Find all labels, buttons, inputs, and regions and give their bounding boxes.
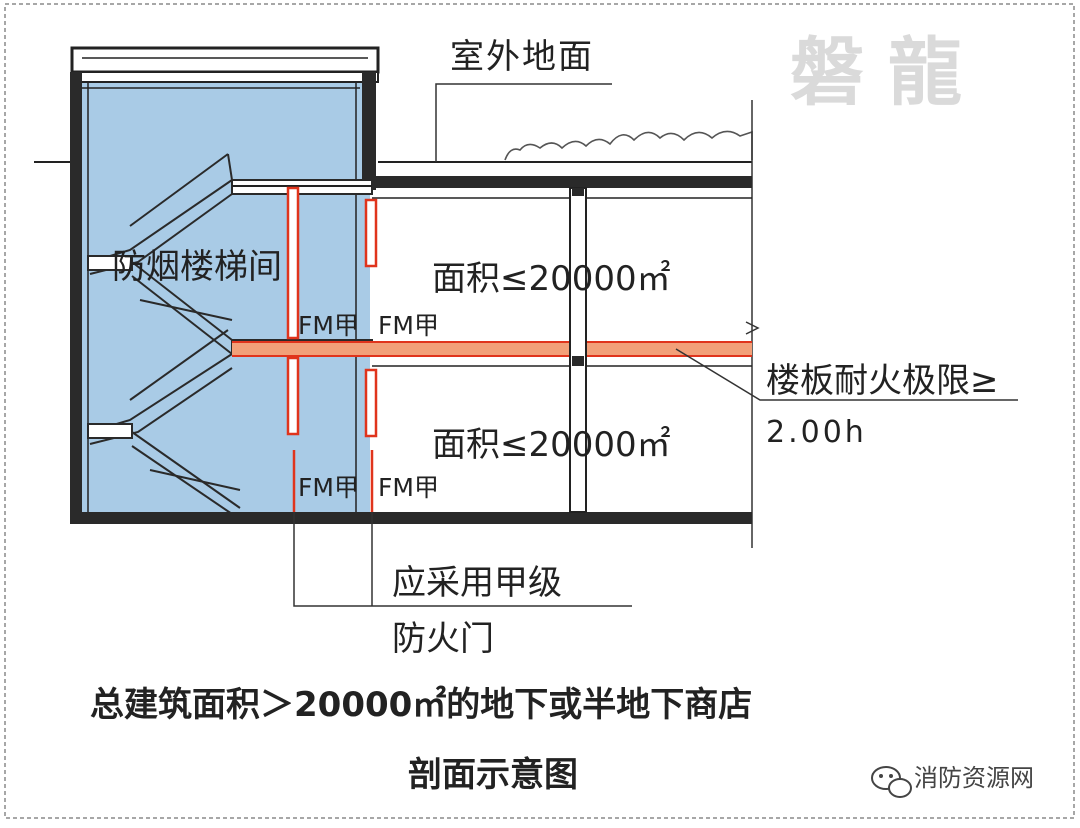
floor-rating-leader	[675, 348, 1018, 401]
bottom-slab	[70, 512, 752, 524]
outdoor-ground-leader	[435, 83, 612, 162]
stairwell-right-wall	[362, 72, 376, 190]
middle-slab	[232, 342, 752, 356]
wechat-icon	[871, 766, 912, 798]
door-upper-left-label: FM甲	[298, 311, 359, 340]
caption-line1: 总建筑面积＞20000㎡的地下或半地下商店	[90, 685, 752, 725]
door-lower-right-label: FM甲	[378, 473, 439, 502]
stairwell-top-band	[71, 71, 379, 83]
floor-rating-line1: 楼板耐火极限≥	[766, 361, 999, 401]
stairwell-roof	[70, 46, 380, 74]
stairwell-left-wall	[70, 72, 82, 522]
page-frame	[4, 3, 1075, 819]
outdoor-ground-label: 室外地面	[450, 37, 594, 77]
door-note-line2: 防火门	[392, 619, 494, 659]
source-label: 消防资源网	[914, 764, 1034, 792]
top-slab	[372, 176, 752, 188]
watermark-logo: 磐龍	[790, 30, 986, 116]
area-lower-label: 面积≤20000㎡	[432, 425, 671, 465]
door-note-line1: 应采用甲级	[392, 563, 562, 603]
door-upper-right-label: FM甲	[378, 311, 439, 340]
floor-rating-line2: 2.00h	[766, 415, 867, 450]
caption-line2: 剖面示意图	[408, 755, 578, 795]
vegetation	[504, 130, 753, 161]
break-mark	[745, 321, 760, 335]
area-upper-label: 面积≤20000㎡	[432, 259, 671, 299]
column-cap-mid	[572, 356, 584, 366]
column-cap-top	[572, 188, 584, 196]
stairwell-label: 防烟楼梯间	[112, 247, 282, 287]
door-lower-left-label: FM甲	[298, 473, 359, 502]
fire-door-strips	[286, 186, 378, 512]
door-note-leader	[293, 512, 632, 607]
stairwell-fill	[82, 82, 370, 514]
stair-flights	[87, 153, 373, 515]
